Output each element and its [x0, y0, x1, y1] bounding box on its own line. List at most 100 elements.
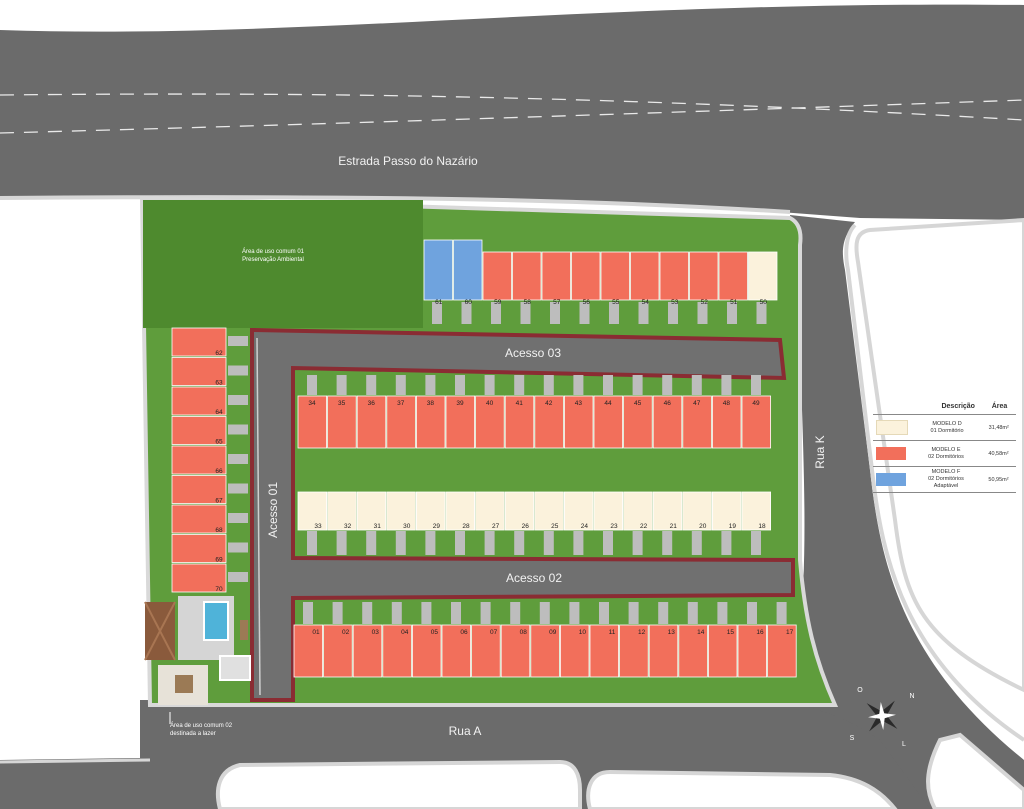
access-01-label: Acesso 01 [266, 482, 280, 538]
access-01 [250, 327, 795, 702]
driveway [599, 602, 609, 624]
main-road [0, 4, 1024, 221]
lot-number: 50 [760, 299, 768, 306]
legend-model-name: MODELO F [931, 469, 961, 475]
lot-01 [293, 624, 324, 678]
lot-number: 02 [342, 629, 350, 636]
lot-number: 61 [435, 299, 443, 306]
driveway [362, 602, 373, 624]
lot-number: 22 [640, 523, 648, 530]
lot-52 [689, 251, 719, 301]
lot-number: 21 [670, 523, 678, 530]
lot-number: 26 [522, 523, 530, 530]
driveway [491, 302, 501, 324]
lot-number: 27 [492, 523, 500, 530]
lot-number: 03 [372, 629, 380, 636]
driveway [514, 375, 525, 395]
lot-number: 62 [215, 350, 223, 357]
east-road [760, 215, 1024, 809]
lot-number: 05 [431, 629, 439, 636]
lot-number: 64 [215, 409, 223, 416]
south-road-label: Rua A [449, 724, 482, 738]
lot-10 [560, 624, 590, 678]
driveway [727, 302, 737, 324]
driveway [668, 302, 678, 324]
compass-north: N [909, 693, 914, 700]
lot-number: 48 [723, 400, 731, 407]
legend-model-rooms: 02 Dormitórios [928, 453, 964, 460]
lot-60 [453, 239, 483, 301]
lot-26 [504, 491, 535, 531]
driveway [658, 602, 669, 624]
lot-19 [712, 491, 742, 531]
compass-west: O [857, 687, 863, 694]
lot-03 [352, 624, 383, 678]
lot-66 [171, 445, 227, 475]
lot-25 [534, 491, 564, 531]
lot-number: 16 [756, 629, 764, 636]
lot-64 [171, 386, 227, 416]
lot-number: 18 [758, 523, 766, 530]
lot-number: 54 [642, 299, 650, 306]
driveway [662, 375, 673, 395]
lot-57 [541, 251, 571, 301]
legend-desc-model-d: MODELO D 01 Dormitório [913, 421, 982, 435]
lot-62 [171, 327, 227, 357]
lot-23 [593, 491, 624, 531]
lot-69 [171, 534, 227, 563]
legend-model-name: MODELO D [932, 420, 962, 427]
driveway [747, 602, 757, 624]
legend-row-model-e: MODELO E 02 Dormitórios 40,58m² [873, 441, 1016, 467]
legend-model-rooms: 02 Dormitórios [928, 476, 964, 482]
driveway [628, 602, 639, 624]
driveway [514, 531, 525, 555]
driveway [717, 602, 728, 624]
driveway [395, 531, 406, 555]
legend-header-description: Descrição [941, 403, 975, 410]
lot-31 [356, 491, 387, 531]
lot-number: 29 [433, 523, 441, 530]
lot-59 [482, 251, 512, 301]
driveway [603, 375, 613, 395]
lot-number: 53 [671, 299, 679, 306]
driveway [691, 531, 702, 555]
driveway [751, 375, 761, 395]
lot-number: 30 [403, 523, 411, 530]
legend-desc-model-e: MODELO E 02 Dormitórios [911, 447, 981, 461]
lot-49 [741, 395, 772, 449]
driveway [510, 602, 521, 624]
lot-04 [382, 624, 412, 678]
lot-15 [708, 624, 738, 678]
lot-number: 06 [460, 629, 468, 636]
pool [203, 601, 229, 641]
lot-number: 52 [701, 299, 709, 306]
lot-11 [589, 624, 620, 678]
lot-45 [623, 395, 653, 449]
lot-08 [500, 624, 531, 678]
driveway [573, 531, 584, 555]
driveway [687, 602, 698, 624]
lot-number: 17 [786, 629, 794, 636]
lot-12 [619, 624, 649, 678]
common-area-01-subtitle: Preservação Ambiental [242, 257, 304, 263]
lot-number: 38 [427, 400, 435, 407]
lot-number: 67 [215, 498, 223, 505]
lot-number: 23 [610, 523, 618, 530]
driveway [721, 375, 732, 395]
legend-swatch-model-d [876, 420, 908, 435]
driveway [550, 302, 560, 324]
main-road-label: Estrada Passo do Nazário [338, 154, 478, 168]
driveway [366, 375, 377, 395]
compass-rose: N S L O [850, 687, 915, 748]
lot-05 [411, 624, 442, 678]
driveway [395, 375, 406, 395]
common-area-02-subtitle: destinada a lazer [170, 731, 216, 737]
lot-06 [441, 624, 472, 678]
lot-38 [415, 395, 446, 449]
driveway [691, 375, 702, 395]
legend-header-area: Área [991, 403, 1008, 410]
driveway [609, 302, 619, 324]
driveway [336, 531, 347, 555]
leisure-area [144, 596, 251, 705]
driveway [228, 395, 248, 405]
